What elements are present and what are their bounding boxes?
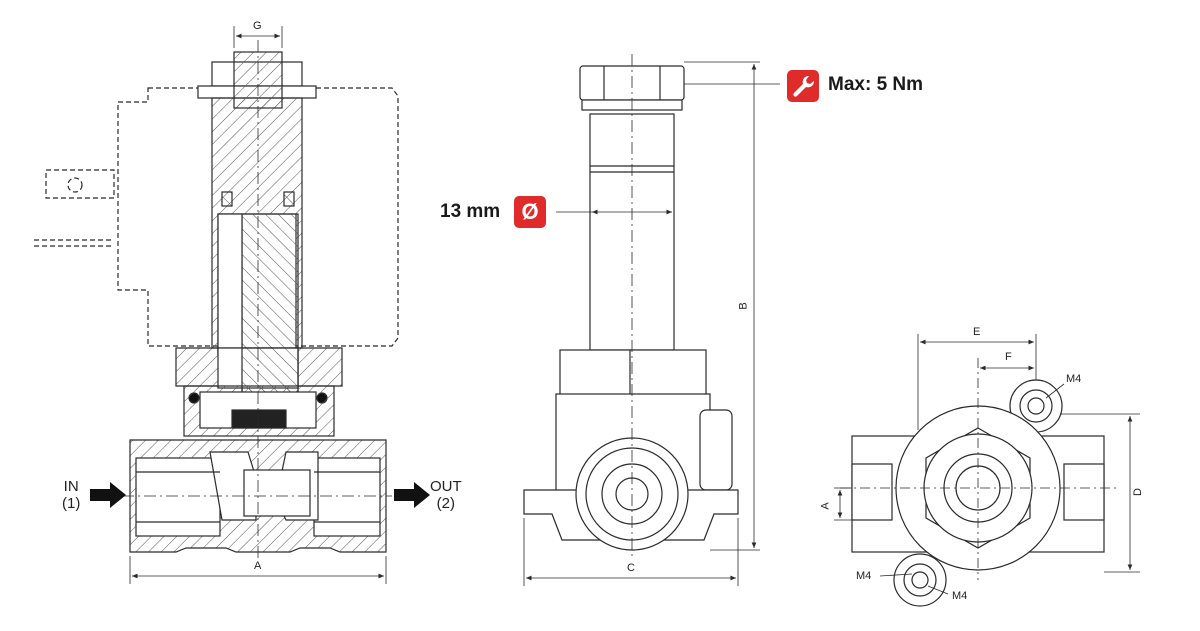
dim-a-label: A: [254, 560, 262, 572]
dim-b-label: B: [737, 302, 750, 310]
diameter-symbol: Ø: [521, 199, 539, 224]
dim-c-label: C: [627, 562, 635, 574]
dim-d-label: D: [1131, 488, 1144, 496]
thread-m4-bottom-left: M4: [856, 570, 872, 582]
side-view: [523, 54, 780, 586]
dim-f-label: F: [1005, 351, 1012, 363]
dim-a-bottom-label: A: [819, 502, 832, 510]
thread-m4-bottom-right: M4: [952, 590, 968, 602]
coil-outline-dashed: [34, 87, 399, 347]
section-view: [34, 26, 399, 584]
seal-disc: [231, 409, 287, 429]
dim-e-label: E: [973, 326, 981, 338]
outlet-text: OUT: [430, 478, 462, 495]
thread-m4-top-right: M4: [1066, 373, 1082, 385]
outlet-label: OUT (2): [430, 478, 462, 512]
wrench-icon: [787, 70, 819, 102]
bottom-view: [834, 334, 1140, 607]
dim-g-label: G: [253, 20, 262, 32]
wrench-glyph: [793, 75, 815, 97]
side-hex: [559, 349, 707, 397]
inlet-arrow: [90, 482, 126, 508]
inlet-label: IN (1): [62, 478, 80, 512]
inlet-port-text: (1): [62, 495, 81, 512]
diameter-icon: Ø: [514, 196, 546, 228]
torque-callout: Max: 5 Nm: [828, 74, 924, 95]
diameter-callout: 13 mm: [440, 201, 501, 222]
inlet-text: IN: [63, 478, 79, 495]
outlet-arrow: [394, 482, 430, 508]
outlet-port-text: (2): [436, 495, 455, 512]
